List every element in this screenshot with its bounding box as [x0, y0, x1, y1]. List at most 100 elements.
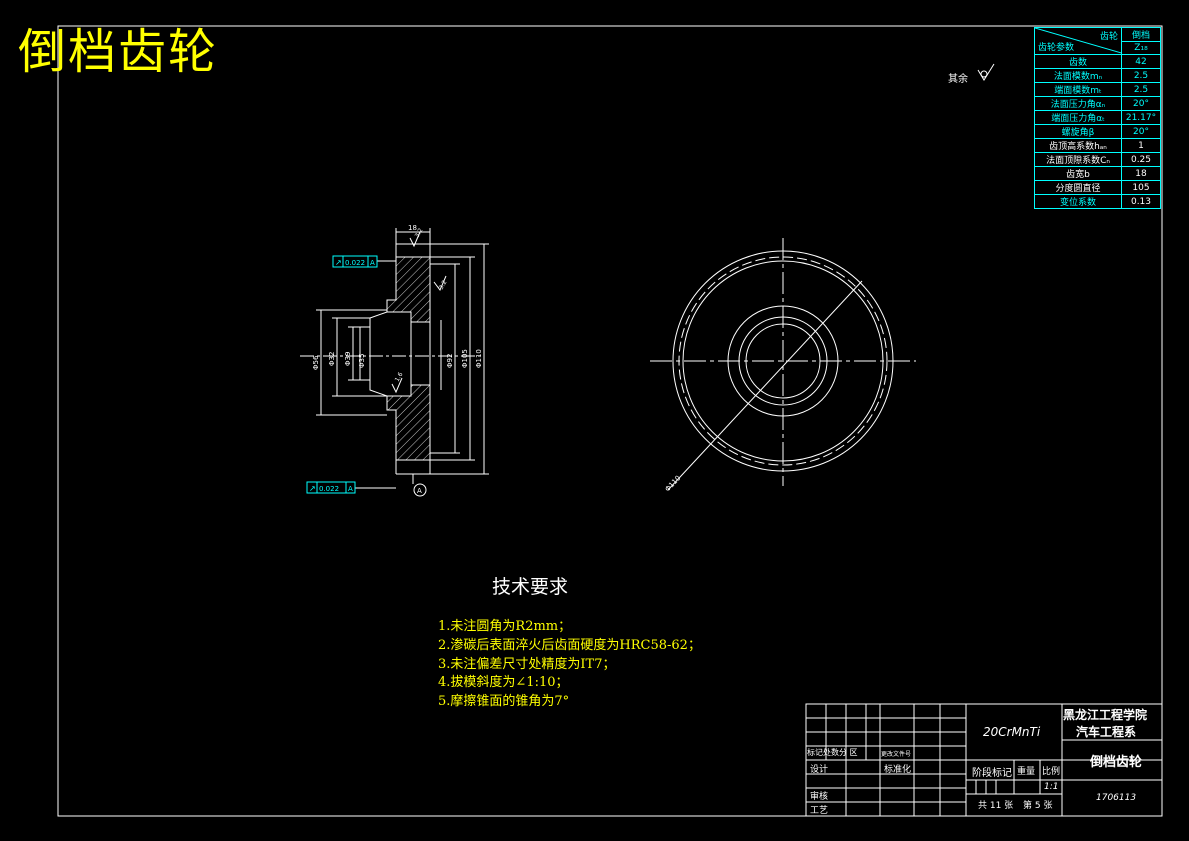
standard-label: 标准化 — [884, 765, 912, 775]
dim-text-105: Φ105 — [461, 349, 469, 368]
sheets-total: 共 11 张 — [978, 801, 1014, 811]
scale-value: 1:1 — [1044, 782, 1059, 792]
tech-requirement-item: 3.未注偏差尺寸处精度为IT7； — [438, 657, 616, 672]
diameter-leader — [667, 280, 863, 491]
dim-text-56: Φ56 — [312, 355, 320, 370]
param-value: 0.25 — [1121, 152, 1161, 167]
dim-text-92: Φ92 — [446, 354, 454, 368]
rough-text-top: 3.2 — [414, 227, 425, 239]
param-header-row-label: 齿轮参数 — [1038, 43, 1075, 53]
param-label: 端面压力角αₜ — [1034, 110, 1122, 125]
scale-label: 比例 — [1042, 767, 1061, 777]
tech-requirement-item: 5.摩擦锥面的锥角为7° — [438, 694, 570, 709]
param-label: 法面顶隙系数Cₙ — [1034, 152, 1122, 167]
param-value: 2.5 — [1121, 82, 1161, 97]
department-name: 汽车工程系 — [1076, 725, 1137, 739]
tol-top-value: 0.022 — [345, 259, 365, 267]
dim-text-110: Φ110 — [475, 349, 483, 368]
tol-bottom-datum: A — [348, 485, 353, 493]
section-view — [300, 228, 489, 497]
param-label: 螺旋角β — [1034, 124, 1122, 139]
check-label: 审核 — [810, 792, 829, 802]
doc-label: 更改文件号 — [881, 751, 912, 758]
tolerance-frame-bottom: ↗ 0.022 A — [306, 481, 356, 494]
param-header-row: 齿轮 齿轮参数 倒档 — [1034, 27, 1161, 55]
param-label: 法面模数mₙ — [1034, 68, 1122, 83]
roughness-note: 其余 — [948, 74, 968, 85]
param-value: 21.17° — [1121, 110, 1161, 125]
dimension-texts: Φ56 Φ32 Φ39 Φ35 Φ92 Φ105 Φ110 18 A 3.2 3… — [312, 224, 483, 495]
param-header-diagonal: 齿轮 齿轮参数 — [1034, 27, 1122, 55]
rough-text-inner: 1.6 — [394, 371, 405, 383]
dim-text-35: Φ35 — [358, 354, 366, 368]
datum-letter: A — [417, 487, 422, 495]
tol-top-symbol: ↗ — [335, 258, 342, 267]
tech-requirement-item: 4.拔模斜度为∠1:10； — [438, 675, 569, 690]
param-header-sub: Z₁₈ — [1121, 41, 1161, 55]
title-block-lines — [805, 703, 1163, 817]
datum-circle — [413, 483, 427, 497]
param-label: 齿数 — [1034, 54, 1122, 69]
tech-requirements-title: 技术要求 — [492, 576, 569, 598]
tol-bottom-symbol: ↗ — [309, 484, 316, 493]
param-header-col: 齿轮 — [1099, 32, 1118, 42]
param-label: 齿宽b — [1034, 166, 1122, 181]
param-label: 法面压力角αₙ — [1034, 96, 1122, 111]
param-label: 变位系数 — [1034, 194, 1122, 209]
param-value: 0.13 — [1121, 194, 1161, 209]
section-hatch-bottom — [386, 384, 431, 461]
front-view — [650, 238, 916, 491]
stage-mark-label: 阶段标记 — [972, 768, 1012, 779]
param-value: 18 — [1121, 166, 1161, 181]
param-value: 1 — [1121, 138, 1161, 153]
weight-label: 重量 — [1017, 767, 1036, 777]
circle-dim-text: Φ110 — [664, 474, 683, 493]
param-value: 42 — [1121, 54, 1161, 69]
tol-top-datum: A — [370, 259, 375, 267]
dim-text-top-width: 18 — [408, 224, 417, 232]
param-value: 2.5 — [1121, 68, 1161, 83]
dim-text-39: Φ39 — [344, 352, 352, 366]
section-hatch-top — [386, 256, 431, 323]
design-label: 设计 — [810, 765, 829, 775]
param-value: 20° — [1121, 96, 1161, 111]
rough-text-mid: 3.2 — [438, 279, 449, 291]
param-label: 齿顶高系数hₐₙ — [1034, 138, 1122, 153]
revision-label: 标记处数分 区 — [807, 748, 858, 757]
param-value: 105 — [1121, 180, 1161, 195]
tol-bottom-value: 0.022 — [319, 485, 339, 493]
section-outline-bottom — [360, 379, 397, 474]
param-label: 分度圆直径 — [1034, 180, 1122, 195]
tech-requirement-item: 2.渗碳后表面淬火后齿面硬度为HRC58-62； — [438, 638, 701, 653]
page-title: 倒档齿轮 — [18, 24, 219, 80]
part-name: 倒档齿轮 — [1090, 755, 1143, 770]
sheet-number: 第 5 张 — [1023, 801, 1053, 811]
param-value: 20° — [1121, 124, 1161, 139]
tech-requirement-item: 1.未注圆角为R2mm； — [438, 619, 572, 634]
tolerance-frame-top: ↗ 0.022 A — [332, 255, 378, 268]
drawing-number: 1706113 — [1096, 793, 1137, 803]
param-label: 端面模数mₜ — [1034, 82, 1122, 97]
param-header-value: 倒档 — [1121, 27, 1161, 42]
roughness-mark — [391, 377, 403, 394]
material-label: 20CrMnTi — [983, 725, 1041, 739]
dim-text-32: Φ32 — [328, 352, 336, 366]
process-label: 工艺 — [810, 806, 829, 816]
roughness-mark — [433, 275, 447, 291]
roughness-mark — [409, 231, 421, 248]
school-name: 黑龙江工程学院 — [1063, 708, 1148, 722]
